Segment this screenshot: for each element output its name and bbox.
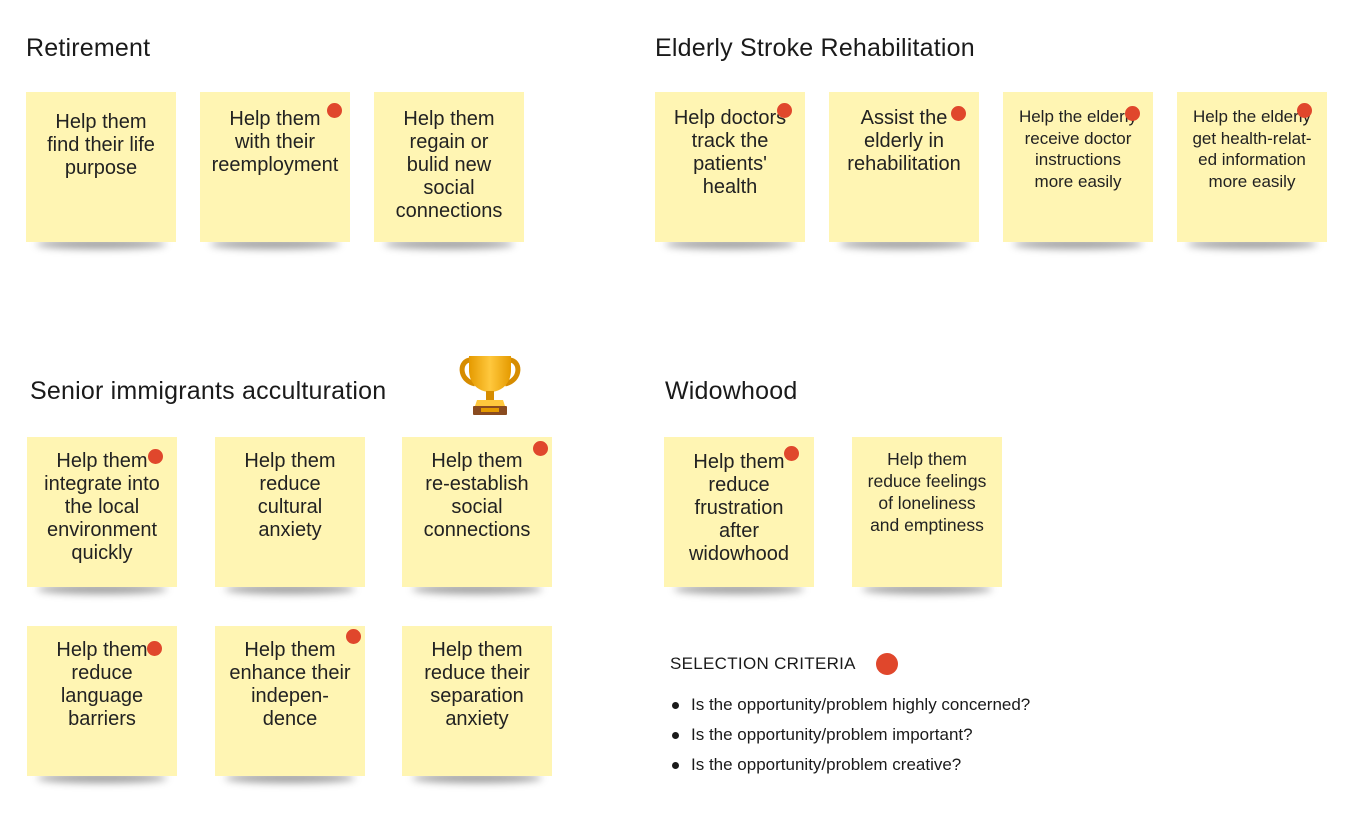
section-title-widowhood: Widowhood	[665, 377, 798, 405]
criteria-item: Is the opportunity/problem highly concer…	[672, 693, 1030, 723]
note-social-connections[interactable]: Help them regain or bulid new social con…	[374, 92, 524, 242]
note-track-patient-health[interactable]: Help doctors track the patients' health	[655, 92, 805, 242]
selected-dot	[777, 103, 792, 118]
note-reestablish-connections[interactable]: Help them re-establish social connection…	[402, 437, 552, 587]
note-find-life-purpose[interactable]: Help them find their life purpose	[26, 92, 176, 242]
selected-dot	[327, 103, 342, 118]
selected-dot	[784, 446, 799, 461]
criteria-item: Is the opportunity/problem important?	[672, 723, 1030, 753]
note-reemployment[interactable]: Help them with their reemployment	[200, 92, 350, 242]
note-health-information[interactable]: Help the elderly get health-relat- ed in…	[1177, 92, 1327, 242]
selected-dot	[148, 449, 163, 464]
note-independence[interactable]: Help them enhance their indepen- dence	[215, 626, 365, 776]
selected-dot	[533, 441, 548, 456]
section-title-immigrants-acculturation: Senior immigrants acculturation	[30, 377, 387, 405]
trophy-icon	[459, 356, 521, 415]
selection-criteria-list: Is the opportunity/problem highly concer…	[672, 693, 1030, 783]
selection-criteria-marker	[876, 653, 898, 675]
selected-dot	[346, 629, 361, 644]
selected-dot	[1297, 103, 1312, 118]
note-separation-anxiety[interactable]: Help them reduce their separation anxiet…	[402, 626, 552, 776]
selected-dot	[147, 641, 162, 656]
section-title-stroke-rehabilitation: Elderly Stroke Rehabilitation	[655, 34, 975, 62]
note-reduce-loneliness[interactable]: Help them reduce feelings of loneliness …	[852, 437, 1002, 587]
note-cultural-anxiety[interactable]: Help them reduce cultural anxiety	[215, 437, 365, 587]
criteria-item: Is the opportunity/problem creative?	[672, 753, 1030, 783]
selected-dot	[1125, 106, 1140, 121]
section-title-retirement: Retirement	[26, 34, 151, 62]
note-reduce-frustration[interactable]: Help them reduce frustration after widow…	[664, 437, 814, 587]
selected-dot	[951, 106, 966, 121]
selection-criteria-title: SELECTION CRITERIA	[670, 654, 856, 673]
